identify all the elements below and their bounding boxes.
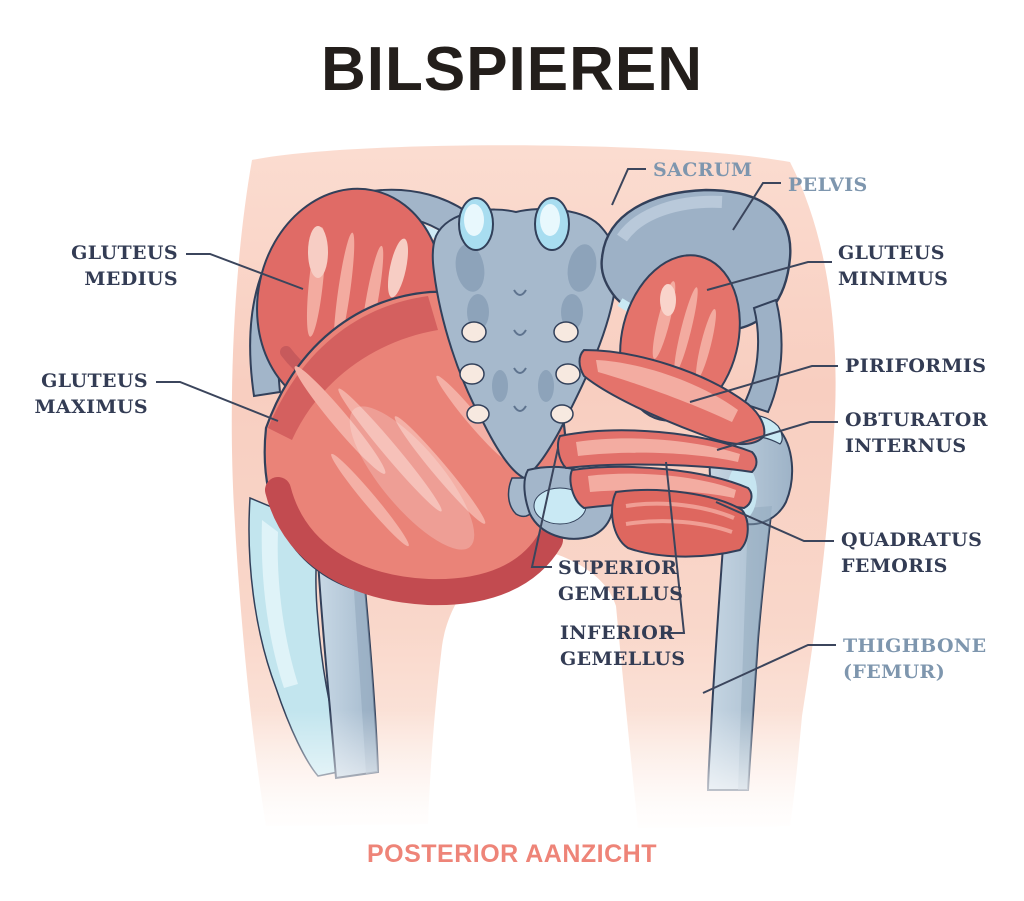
piriformis-muscle xyxy=(578,348,766,446)
leader-gluteus-minimus xyxy=(706,261,832,291)
label-gluteus-medius: GLUTEUS MEDIUS xyxy=(71,242,178,291)
leader-gluteus-maximus xyxy=(156,381,279,422)
bottom-fade xyxy=(0,710,1024,845)
leader-gluteus-medius xyxy=(186,253,304,290)
leader-sacrum xyxy=(611,168,646,206)
leader-inferior-gemellus xyxy=(662,461,686,634)
label-superior-gemellus: SUPERIOR GEMELLUS xyxy=(558,557,684,606)
label-quadratus-femoris: QUADRATUS FEMORIS xyxy=(841,529,983,578)
leader-lines xyxy=(156,168,838,694)
label-gluteus-maximus: GLUTEUS MAXIMUS xyxy=(34,370,148,419)
label-thighbone-femur: THIGHBONE (FEMUR) xyxy=(843,635,987,684)
label-inferior-gemellus: INFERIOR GEMELLUS xyxy=(560,622,686,671)
label-piriformis: PIRIFORMIS xyxy=(845,355,987,377)
quadratus-femoris-muscle xyxy=(611,489,749,558)
leader-quadratus-femoris xyxy=(715,501,834,542)
leader-thighbone xyxy=(702,644,836,694)
leader-obturator-internus xyxy=(716,421,838,451)
leader-pelvis xyxy=(732,182,781,231)
label-pelvis: PELVIS xyxy=(788,174,868,196)
label-obturator-internus: OBTURATOR INTERNUS xyxy=(845,409,988,458)
label-gluteus-minimus: GLUTEUS MINIMUS xyxy=(838,242,949,291)
label-sacrum: SACRUM xyxy=(653,159,753,181)
leader-superior-gemellus xyxy=(530,447,559,568)
sacrum-bone xyxy=(431,197,619,518)
leader-piriformis xyxy=(689,365,838,403)
view-caption: POSTERIOR AANZICHT xyxy=(366,840,658,868)
diagram-title: BILSPIEREN xyxy=(320,35,704,104)
